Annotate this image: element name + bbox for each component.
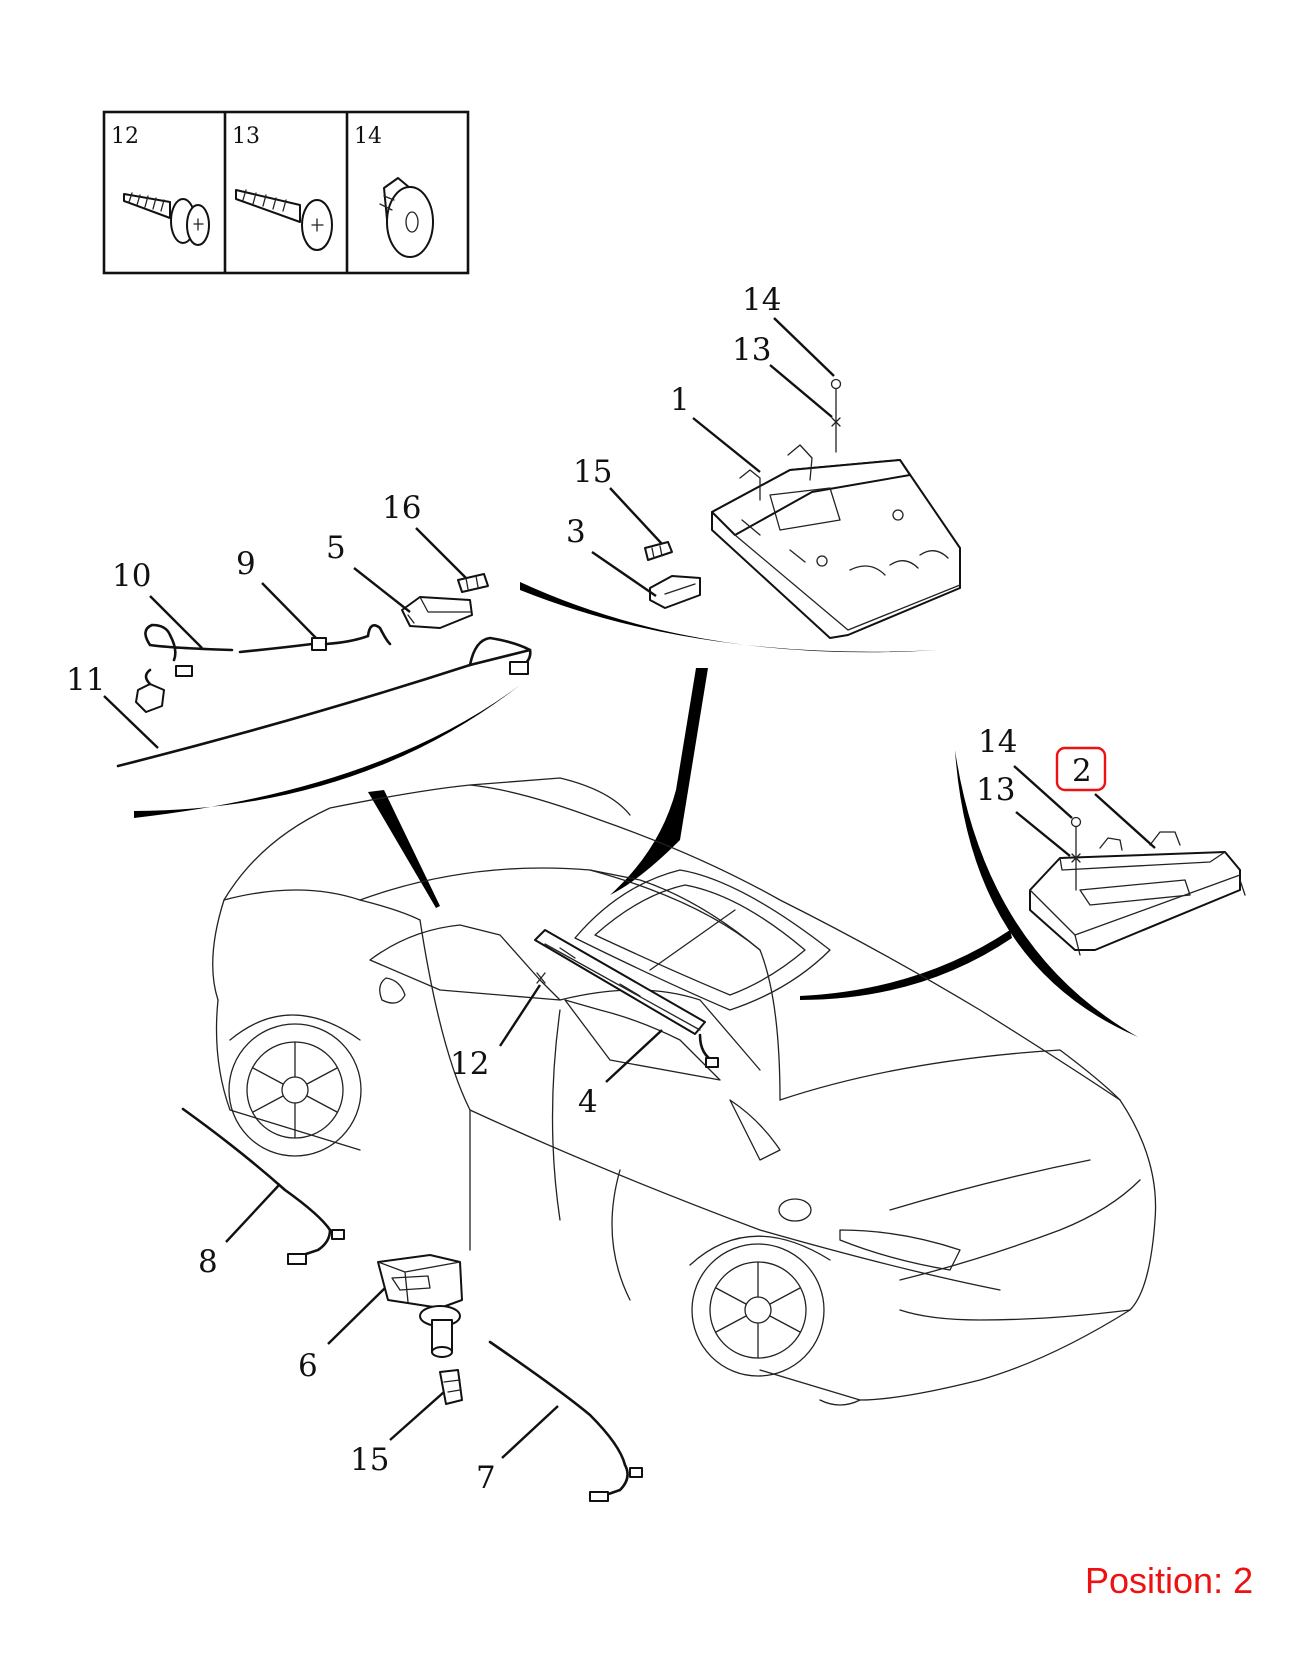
callout-3: 3 <box>566 514 586 550</box>
callout-14-right: 14 <box>978 724 1017 760</box>
fastener-inset: 12 13 14 <box>102 110 470 275</box>
part-6-lamp-socket <box>377 1254 463 1358</box>
callout-16: 16 <box>382 490 421 526</box>
callout-2: 2 <box>1072 753 1092 789</box>
callout-8: 8 <box>198 1244 218 1280</box>
inset-number-14: 14 <box>354 124 382 149</box>
part-1-overhead-console <box>711 444 961 639</box>
callout-14-top: 14 <box>742 282 781 318</box>
callout-13-right: 13 <box>976 772 1015 808</box>
leader-lines <box>103 317 1156 1459</box>
screw-icon <box>235 189 333 251</box>
fastener-markers <box>830 378 1082 891</box>
callout-9: 9 <box>236 546 256 582</box>
harness-10 <box>144 623 234 677</box>
harness-11 <box>116 636 532 768</box>
part-4-overhead-strip <box>534 929 719 1068</box>
callout-5: 5 <box>326 530 346 566</box>
part-15-bulb-top <box>644 541 673 561</box>
clip-nut-icon <box>379 177 434 258</box>
part-2-reading-lamp <box>1029 831 1246 956</box>
position-label: Position: 2 <box>1085 1560 1254 1601</box>
flanged-screw-icon <box>123 192 210 246</box>
part-3-switch <box>649 575 701 609</box>
part-16-bulb <box>457 573 489 593</box>
detail-arcs <box>134 582 1138 1037</box>
harness-8 <box>181 1107 345 1265</box>
callout-2-highlight: 2 <box>1055 746 1107 792</box>
callout-1: 1 <box>670 382 690 418</box>
callout-7: 7 <box>476 1460 496 1496</box>
part-5-connector <box>401 596 473 629</box>
callout-6: 6 <box>298 1348 318 1384</box>
callout-11: 11 <box>66 662 105 698</box>
inset-number-12: 12 <box>111 124 139 149</box>
car-outline <box>212 777 1157 1406</box>
callout-13-top: 13 <box>732 332 771 368</box>
inset-number-13: 13 <box>232 124 260 149</box>
callout-10: 10 <box>112 558 151 594</box>
callout-15-top: 15 <box>573 454 612 490</box>
front-wheel <box>228 1014 362 1157</box>
harness-9 <box>238 624 392 654</box>
callout-12-bottom: 12 <box>450 1046 489 1082</box>
callouts: 14 13 1 15 3 16 5 9 10 11 12 4 14 13 2 8… <box>66 282 1107 1496</box>
harness-7 <box>488 1340 643 1502</box>
callout-4: 4 <box>578 1084 598 1120</box>
rear-wheel <box>689 1235 831 1377</box>
part-15-bulb-bottom <box>439 1369 463 1405</box>
callout-15-bottom: 15 <box>350 1442 389 1478</box>
